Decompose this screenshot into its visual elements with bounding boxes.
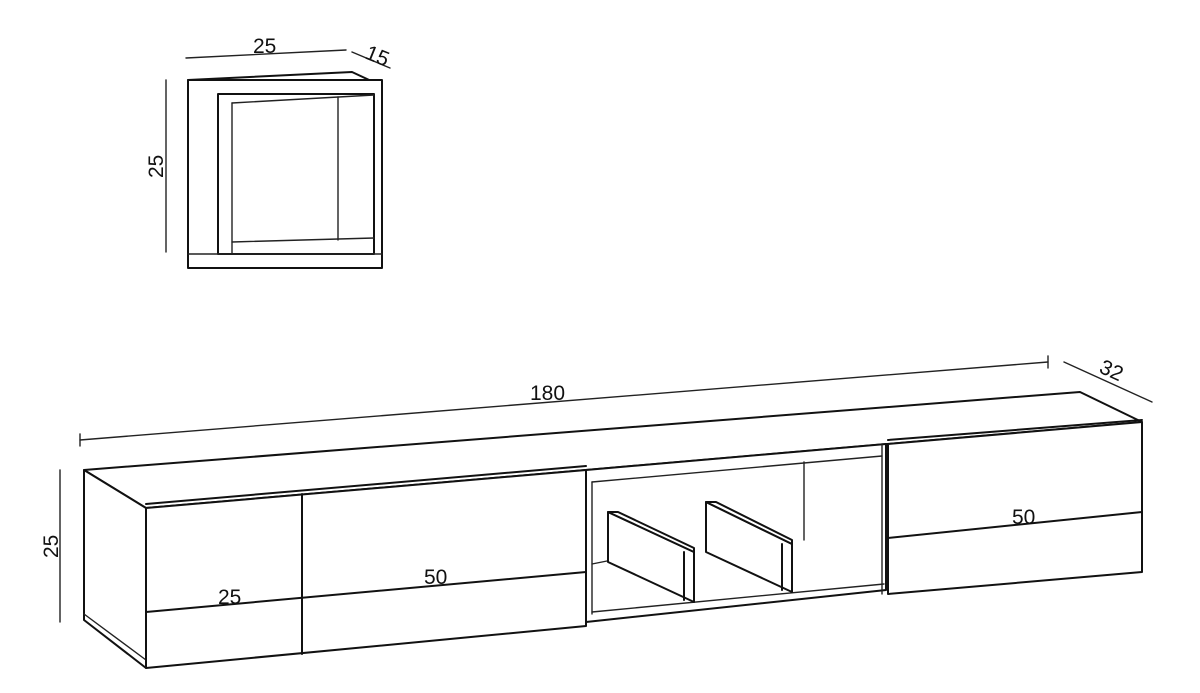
cube-width-dimension: 25 (185, 35, 347, 59)
cube-back-edge-top (231, 94, 375, 104)
drawer-lower-rail (145, 571, 587, 613)
cube-depth-dimension: 15 (351, 41, 392, 71)
compartment-back-top-edge (591, 455, 883, 483)
cube-back-edge-bottom (231, 237, 375, 243)
left-drawer-width-label: 25 (218, 586, 241, 609)
dim-line (351, 51, 391, 69)
unit-length-label: 180 (530, 382, 565, 405)
tv-unit: 25 50 50 (83, 391, 1143, 669)
wall-cube-shelf (187, 71, 383, 269)
compartment-floor-edge (591, 583, 885, 613)
dim-line (1063, 361, 1153, 403)
right-drawer-block-front (887, 421, 1143, 595)
left-drawer-block-front (145, 469, 587, 669)
cube-height-dimension: 25 (145, 79, 168, 253)
right-block-top-edge (887, 419, 1143, 441)
unit-left-side-edge (83, 613, 147, 661)
compartment-divider-right (705, 501, 793, 593)
unit-depth-label: 32 (1096, 356, 1127, 387)
compartment-divider-left (607, 511, 695, 603)
unit-height-dimension: 25 (40, 469, 63, 623)
dim-line (185, 49, 347, 59)
cube-height-label: 25 (145, 155, 168, 178)
right-drawer-width-label: 50 (1012, 506, 1035, 529)
unit-height-label: 25 (40, 535, 63, 558)
cube-width-label: 25 (253, 35, 276, 58)
unit-length-dimension: 180 (79, 355, 1049, 447)
middle-drawer-width-label: 50 (424, 566, 447, 589)
right-drawer-lower-rail (887, 511, 1143, 539)
left-block-top-edge (145, 465, 587, 505)
dim-line (79, 361, 1049, 441)
cube-front-frame (187, 79, 383, 269)
